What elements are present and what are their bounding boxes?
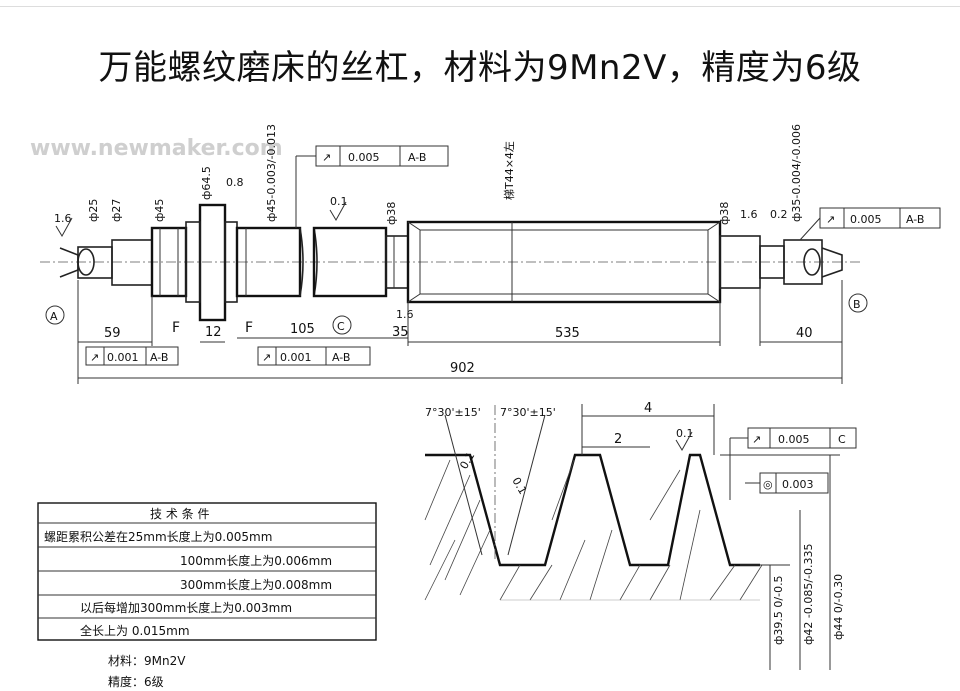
datum-c: C: [337, 320, 345, 333]
roughness-4: 1.6: [396, 308, 414, 321]
tf3-datum: A-B: [150, 351, 168, 364]
tf2-symbol: ↗: [826, 213, 835, 226]
roughness-2: 0.8: [226, 176, 244, 189]
tf4-value: 0.001: [280, 351, 312, 364]
roughness-5: 1.6: [740, 208, 758, 221]
collar-64: [198, 203, 227, 322]
roughness-3: 0.1: [330, 195, 348, 208]
tf1-datum: A-B: [408, 151, 426, 164]
tech-table-row-1: 螺距累积公差在25mm长度上为0.005mm: [44, 529, 272, 544]
tech-table-row-3: 300mm长度上为0.008mm: [180, 577, 332, 592]
profile-dia-1: ф39.5 0/-0.5: [772, 575, 785, 645]
len-35: 35: [392, 325, 409, 340]
profile-roughness-2: 0.1: [509, 475, 529, 497]
tf2-value: 0.005: [850, 213, 882, 226]
tf1-value: 0.005: [348, 151, 380, 164]
dia-label-1: ф25: [87, 199, 100, 222]
tf6-symbol: ◎: [763, 478, 773, 491]
tf5-value: 0.005: [778, 433, 810, 446]
tf4-datum: A-B: [332, 351, 350, 364]
dia-label-4: ф64.5: [200, 166, 213, 200]
roughness-6: 0.2: [770, 208, 788, 221]
tf3-value: 0.001: [107, 351, 139, 364]
len-40: 40: [796, 326, 813, 341]
pitch-4: 4: [644, 401, 652, 416]
top-border: [0, 0, 960, 7]
left-center-hole: [59, 247, 79, 278]
tech-table-row-4: 以后每增加300mm长度上为0.003mm: [80, 600, 292, 615]
profile-dia-3: ф44 0/-0.30: [832, 574, 845, 640]
len-105: 105: [290, 322, 315, 337]
surface-mark-f-1: F: [172, 320, 180, 336]
tf5-symbol: ↗: [752, 433, 761, 446]
tech-table-row-2: 100mm长度上为0.006mm: [180, 553, 332, 568]
thread-profile: [424, 405, 763, 601]
dia-label-5: ф45-0.003/-0.013: [265, 124, 278, 222]
tf3-symbol: ↗: [90, 351, 99, 364]
len-12: 12: [205, 325, 222, 340]
tf2-datum: A-B: [906, 213, 924, 226]
dia-label-8: ф35-0.004/-0.006: [790, 124, 803, 222]
tf6-value: 0.003: [782, 478, 814, 491]
material-note: 材料：9Mn2V: [108, 654, 186, 668]
section-45-precise: [235, 226, 302, 298]
tf4-symbol: ↗: [262, 351, 271, 364]
right-end: [783, 239, 823, 285]
len-902: 902: [450, 361, 475, 376]
shoulder-27: [111, 239, 153, 286]
slide-title: 万能螺纹磨床的丝杠，材料为9Mn2V，精度为6级: [98, 48, 862, 88]
datum-a: A: [50, 310, 58, 323]
thread-label: 梯T44×4左: [503, 141, 516, 200]
len-535: 535: [555, 326, 580, 341]
thread-angle-2: 7°30'±15': [500, 406, 556, 419]
roughness-1: 1.6: [54, 212, 72, 225]
dia-label-2: ф27: [110, 199, 123, 222]
watermark: www.newmaker.com: [30, 136, 283, 161]
dia-label-7: ф38: [718, 202, 731, 225]
tech-table: [37, 502, 377, 641]
thread-angle-1: 7°30'±15': [425, 406, 481, 419]
precision-note: 精度：6级: [108, 674, 164, 689]
tech-table-row-5: 全长上为 0.015mm: [80, 623, 190, 638]
tech-table-header: 技 术 条 件: [150, 507, 209, 521]
dia-label-6: ф38: [385, 202, 398, 225]
dia-label-3: ф45: [153, 199, 166, 222]
surface-mark-f-2: F: [245, 320, 253, 336]
datum-b: B: [853, 298, 861, 311]
len-59: 59: [104, 326, 121, 341]
profile-dia-2: ф42 -0.085/-0.335: [802, 543, 815, 645]
tf1-symbol: ↗: [322, 151, 331, 164]
half-pitch-2: 2: [614, 432, 622, 447]
tf5-datum: C: [838, 433, 846, 446]
